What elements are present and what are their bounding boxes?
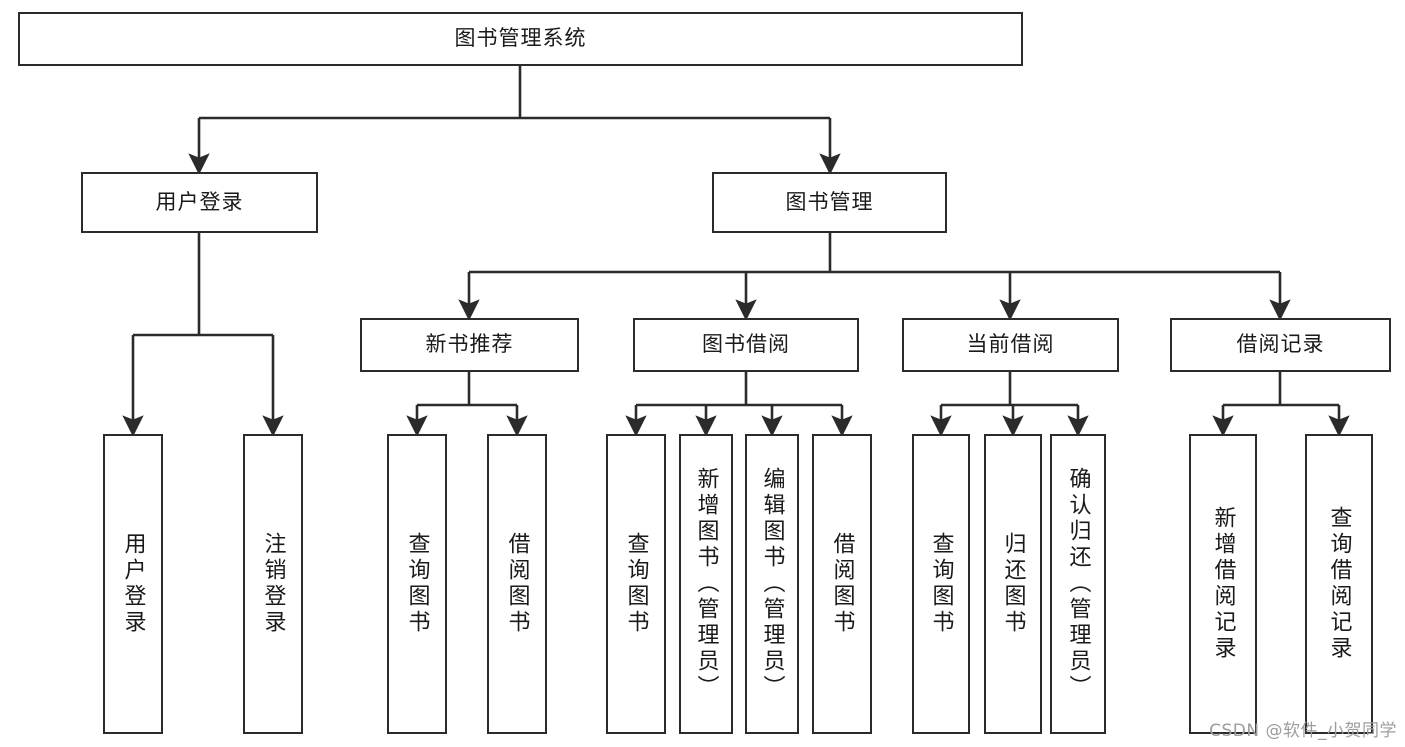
node-level3-current-borrow[interactable]: 当前借阅 bbox=[902, 318, 1119, 372]
node-root[interactable]: 图书管理系统 bbox=[18, 12, 1023, 66]
node-leaf-borrow-book-label: 借阅图书 bbox=[829, 532, 855, 636]
node-leaf-borrow-book-rec-label: 借阅图书 bbox=[504, 532, 530, 636]
node-leaf-add-borrow-record[interactable]: 新增借阅记录 bbox=[1189, 434, 1257, 734]
node-leaf-add-borrow-record-label: 新增借阅记录 bbox=[1210, 506, 1236, 662]
node-level3-new-book-recommend-label: 新书推荐 bbox=[425, 332, 514, 357]
node-leaf-logout-label: 注销登录 bbox=[260, 532, 286, 636]
node-leaf-query-book-rec[interactable]: 查询图书 bbox=[387, 434, 447, 734]
node-leaf-confirm-return-admin[interactable]: 确认归还（管理员） bbox=[1050, 434, 1106, 734]
node-leaf-add-book-admin-label: 新增图书（管理员） bbox=[693, 467, 719, 701]
node-level3-borrow-records[interactable]: 借阅记录 bbox=[1170, 318, 1391, 372]
node-level3-borrow-records-label: 借阅记录 bbox=[1236, 332, 1325, 357]
node-level2-book-management-label: 图书管理 bbox=[785, 189, 874, 214]
node-leaf-query-book-current[interactable]: 查询图书 bbox=[912, 434, 970, 734]
node-level3-current-borrow-label: 当前借阅 bbox=[966, 332, 1055, 357]
node-level3-new-book-recommend[interactable]: 新书推荐 bbox=[360, 318, 579, 372]
node-leaf-query-book-borrow-label: 查询图书 bbox=[623, 532, 649, 636]
node-leaf-query-book-rec-label: 查询图书 bbox=[404, 532, 430, 636]
node-level2-user-login[interactable]: 用户登录 bbox=[81, 172, 318, 233]
node-leaf-user-login[interactable]: 用户登录 bbox=[103, 434, 163, 734]
node-leaf-return-book-label: 归还图书 bbox=[1000, 532, 1026, 636]
node-leaf-borrow-book-rec[interactable]: 借阅图书 bbox=[487, 434, 547, 734]
node-level2-book-management[interactable]: 图书管理 bbox=[712, 172, 947, 233]
node-leaf-return-book[interactable]: 归还图书 bbox=[984, 434, 1042, 734]
watermark: CSDN @软件_小贺同学 bbox=[1209, 721, 1397, 741]
node-leaf-query-book-current-label: 查询图书 bbox=[928, 532, 954, 636]
node-level2-user-login-label: 用户登录 bbox=[155, 189, 244, 214]
node-leaf-borrow-book[interactable]: 借阅图书 bbox=[812, 434, 872, 734]
node-leaf-edit-book-admin-label: 编辑图书（管理员） bbox=[759, 467, 785, 701]
node-level3-book-borrow-label: 图书借阅 bbox=[702, 332, 790, 357]
node-leaf-add-book-admin[interactable]: 新增图书（管理员） bbox=[679, 434, 733, 734]
node-leaf-query-borrow-record[interactable]: 查询借阅记录 bbox=[1305, 434, 1373, 734]
node-leaf-query-borrow-record-label: 查询借阅记录 bbox=[1326, 506, 1352, 662]
node-leaf-query-book-borrow[interactable]: 查询图书 bbox=[606, 434, 666, 734]
node-leaf-user-login-label: 用户登录 bbox=[120, 532, 146, 636]
node-leaf-edit-book-admin[interactable]: 编辑图书（管理员） bbox=[745, 434, 799, 734]
node-root-label: 图书管理系统 bbox=[454, 26, 587, 51]
node-level3-book-borrow[interactable]: 图书借阅 bbox=[633, 318, 859, 372]
node-leaf-logout[interactable]: 注销登录 bbox=[243, 434, 303, 734]
node-leaf-confirm-return-admin-label: 确认归还（管理员） bbox=[1065, 467, 1091, 701]
